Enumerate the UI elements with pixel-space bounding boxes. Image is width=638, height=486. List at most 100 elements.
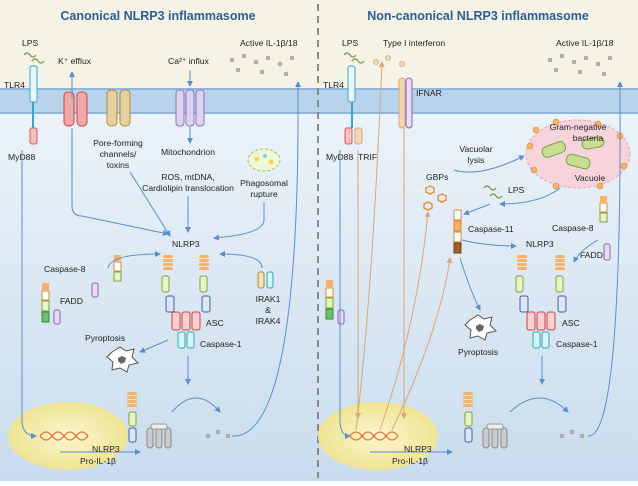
fadd-label-left: FADD — [60, 296, 83, 306]
cytokine-dots-left — [229, 53, 295, 77]
casp8-to-nlrp3-arrow-right — [573, 239, 599, 263]
k-to-nlrp3-arrow — [71, 128, 169, 236]
active-il-label-right: Active IL-1β/18 — [556, 38, 614, 48]
lps-label-right: LPS — [342, 38, 359, 48]
ifnar-label: IFNAR — [416, 88, 442, 98]
myd88-caspase-right — [325, 280, 334, 320]
cleavage-arrow-right — [509, 397, 569, 413]
gbps-label: GBPs — [426, 172, 448, 182]
dna-icon-right — [349, 431, 399, 441]
pro-il-label-right: Pro-IL-1β — [392, 456, 428, 466]
irak1-label: IRAK1 — [256, 294, 281, 304]
lps-cyto-label: LPS — [508, 185, 525, 195]
mitochondrion-label: Mitochondrion — [161, 147, 215, 157]
type1-ifn-label: Type I interferon — [383, 38, 445, 48]
gbp-to-vacuole-arrow — [453, 155, 525, 173]
gram-negative-bacteria-icon — [541, 136, 605, 170]
gbp-induction-arrow — [379, 211, 431, 431]
caspase11 — [453, 209, 462, 254]
secretion-arrow-right — [587, 81, 623, 437]
irak-to-nlrp3-arrow — [219, 251, 263, 269]
myd88-to-nucleus-arrow-right — [339, 150, 351, 439]
lps-label: LPS — [22, 38, 39, 48]
ca-influx-label: Ca²⁺ influx — [168, 56, 210, 66]
lps-release-arrow — [499, 187, 561, 207]
pore-label-1: Pore-forming — [93, 138, 143, 148]
ros-label-1: ROS, mtDNA, — [161, 172, 214, 182]
phagosome-icon — [247, 148, 281, 172]
casp11-induction-arrow — [391, 257, 453, 431]
pore-label-3: toxins — [107, 160, 129, 170]
tlr4-receptor-right — [344, 65, 363, 145]
asc-label-left: ASC — [206, 318, 224, 328]
inflammasome-complex-right — [515, 255, 567, 349]
title-canonical: Canonical NLRP3 inflammasome — [60, 9, 255, 23]
cell-membrane — [0, 88, 638, 114]
myd88-caspase-left — [41, 283, 50, 323]
gram-label-1: Gram-negative — [550, 122, 607, 132]
nlrp3-label-right: NLRP3 — [526, 239, 554, 249]
fadd-left-2 — [53, 309, 61, 325]
tlr4-label-right: TLR4 — [323, 80, 344, 90]
phagosomal-label-1: Phagosomal — [240, 178, 288, 188]
fadd-right-2 — [337, 309, 345, 325]
pyroptosis-label-right: Pyroptosis — [458, 347, 498, 357]
pore-to-nlrp3-arrow — [129, 171, 171, 237]
nlrp3-gene-label-right: NLRP3 — [404, 444, 432, 454]
nucleus-right — [318, 402, 438, 470]
casp8-to-nlrp3-arrow — [107, 251, 161, 269]
vacuolar-lysis-label-1: Vacuolar — [459, 144, 492, 154]
k-efflux-label: K⁺ efflux — [58, 56, 92, 66]
pro-il-products-left — [127, 392, 172, 449]
tlr4-label: TLR4 — [4, 80, 25, 90]
casp11-to-nlrp3-arrow — [461, 239, 517, 249]
lps-icon — [23, 52, 45, 64]
irak4-label: IRAK4 — [256, 316, 281, 326]
asc-label-right: ASC — [562, 318, 580, 328]
nlrp3-label-left: NLRP3 — [172, 239, 200, 249]
casp1-to-pyro-arrow-left — [139, 339, 169, 353]
ifn-secretion-arrow — [355, 61, 385, 431]
myd88-to-nucleus-arrow — [21, 150, 37, 439]
pyroptosis-debris-icon-right — [476, 324, 484, 332]
potassium-channel — [63, 91, 88, 127]
calcium-channel — [175, 89, 205, 127]
pyroptosis-label-left: Pyroptosis — [85, 333, 125, 343]
pyroptosis-debris-icon-left — [118, 356, 126, 364]
phago-to-nlrp3-arrow — [213, 202, 265, 241]
mature-il-dots-right — [559, 429, 585, 439]
lps-icon-right — [343, 52, 365, 64]
caspase8-label-left: Caspase-8 — [44, 264, 86, 274]
caspase11-label: Caspase-11 — [468, 224, 514, 234]
casp11-to-pyro-arrow — [459, 257, 481, 311]
mature-il-dots-left — [205, 429, 231, 439]
caspase1-label-right: Caspase-1 — [556, 339, 598, 349]
tlr4-receptor — [29, 65, 38, 145]
gram-label-2: bacteria — [573, 133, 604, 143]
gbp-hex-icons — [423, 185, 447, 211]
vacuole-label: Vacuole — [575, 173, 606, 183]
caspase1-label-left: Caspase-1 — [200, 339, 242, 349]
fadd-left — [91, 282, 99, 298]
phagosomal-label-2: rupture — [250, 189, 277, 199]
dna-icon-left — [39, 431, 89, 441]
nucleus-left — [8, 402, 128, 470]
pro-il-label-left: Pro-IL-1β — [80, 456, 116, 466]
fadd-right — [603, 243, 611, 261]
nlrp3-gene-label-left: NLRP3 — [92, 444, 120, 454]
ros-label-2: Cardiolipin translocation — [142, 183, 234, 193]
ifnar-receptor — [398, 77, 413, 129]
pore-forming-channel — [106, 89, 131, 127]
vacuolar-lysis-label-2: lysis — [468, 155, 485, 165]
caspase8-right — [599, 196, 608, 223]
irak-complex — [257, 271, 274, 289]
interferon-dots — [373, 55, 405, 67]
active-il-label-left: Active IL-1β/18 — [240, 38, 298, 48]
secretion-arrow-left — [231, 81, 301, 437]
caspase8-label-right: Caspase-8 — [552, 223, 594, 233]
pro-il-products-right — [463, 392, 508, 449]
title-noncanonical: Non-canonical NLRP3 inflammasome — [367, 9, 589, 23]
inflammasome-complex-left — [161, 255, 211, 349]
pore-label-2: channels/ — [100, 149, 137, 159]
